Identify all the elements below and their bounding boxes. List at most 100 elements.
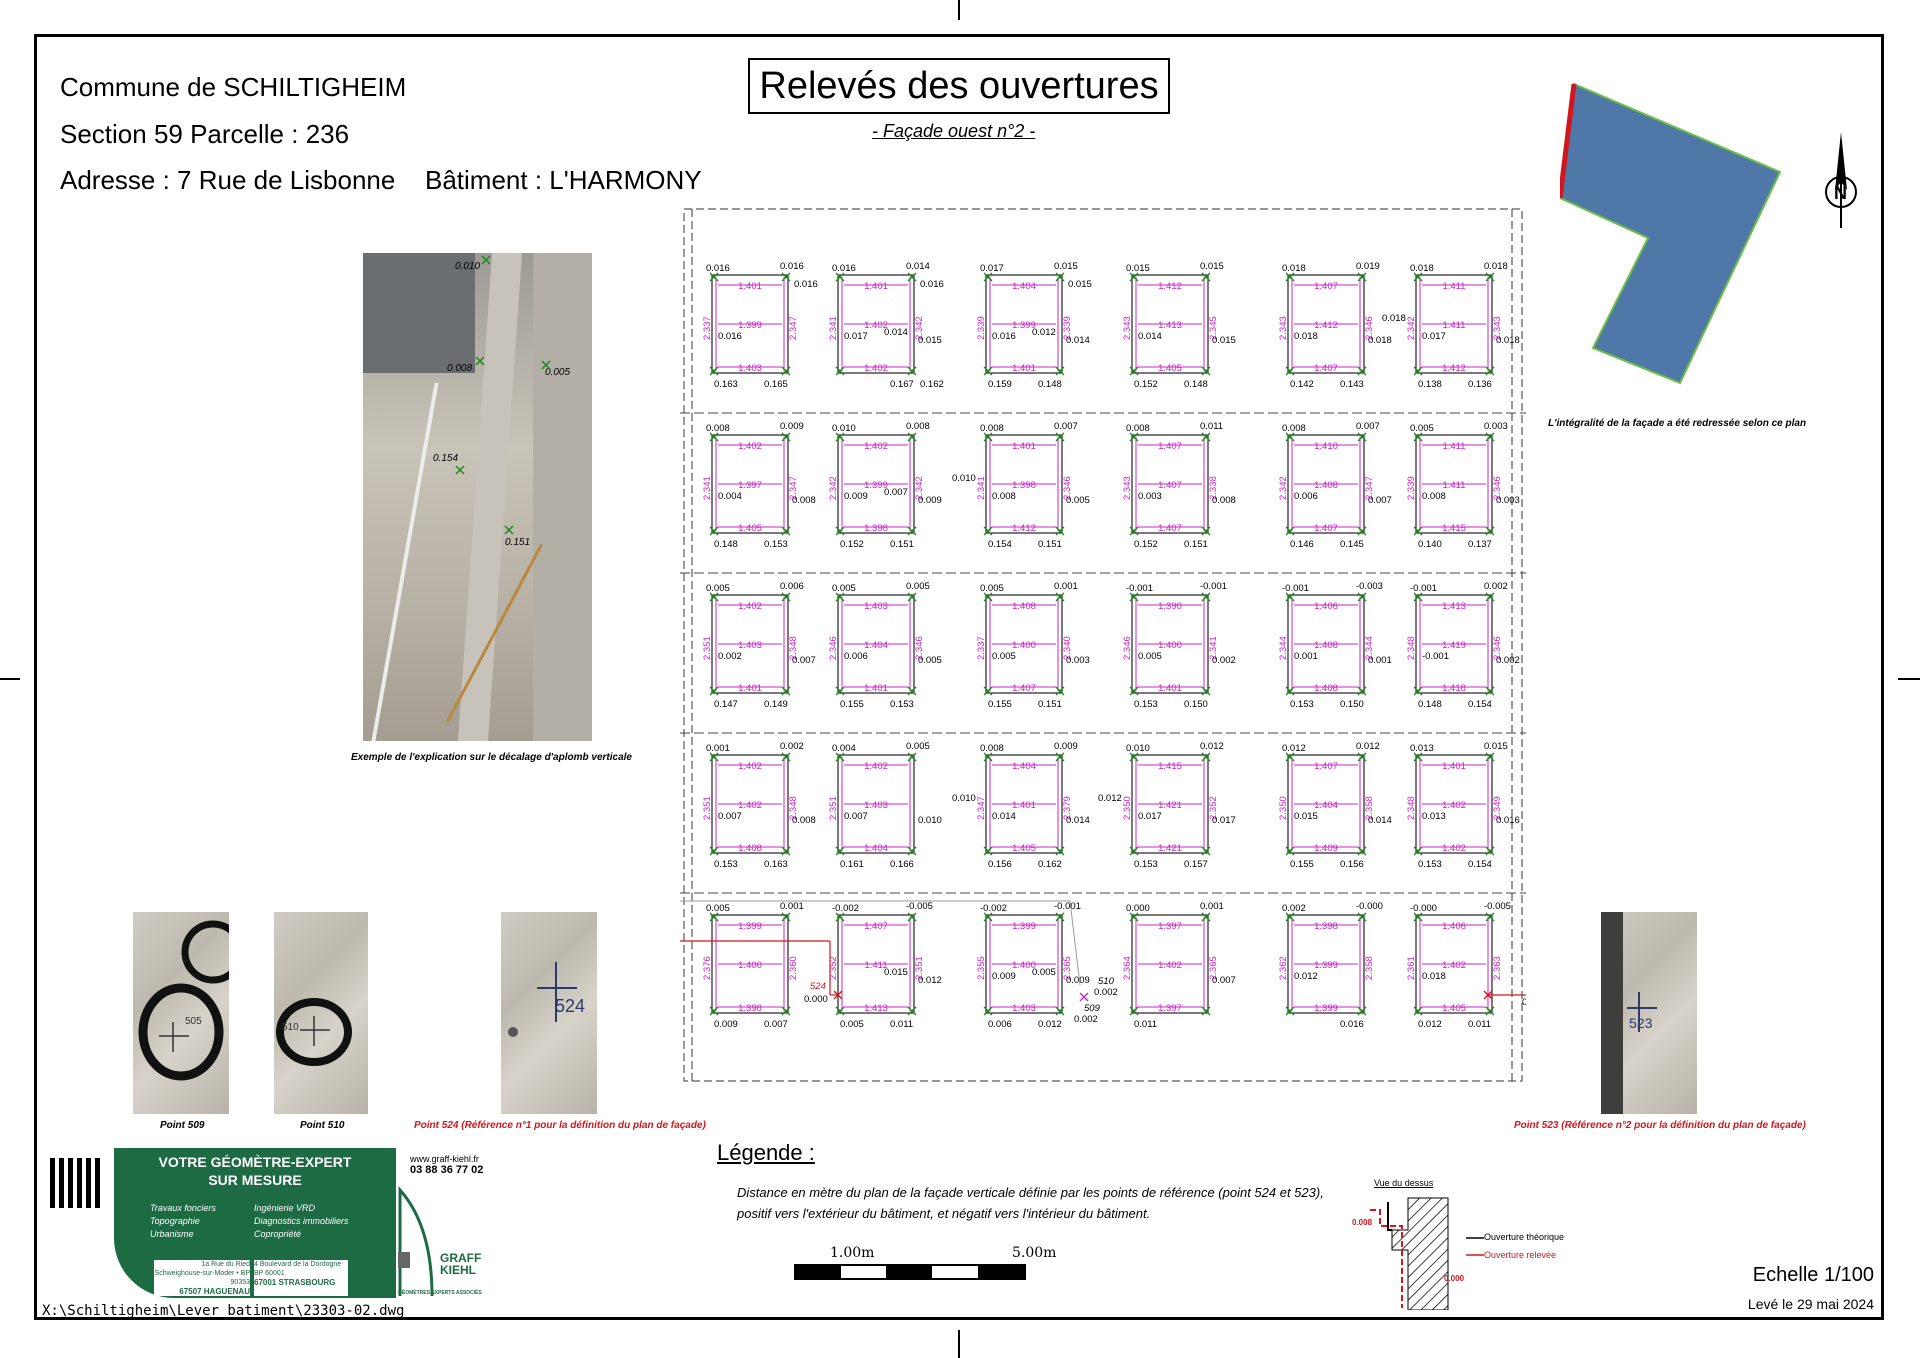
dimension-value: 0.008	[992, 491, 1016, 502]
dimension-value: 0.004	[718, 491, 742, 502]
dimension-value: 1.399	[1012, 320, 1036, 331]
survey-point-mark	[781, 912, 791, 922]
dimension-value: 0.006	[988, 1019, 1012, 1030]
dimension-value: 0.005	[1066, 495, 1090, 506]
survey-point-mark	[1413, 366, 1423, 376]
dimension-value: 1.413	[864, 1003, 888, 1014]
dimension-value: 1.404	[864, 843, 888, 854]
dimension-value: 0.004	[832, 743, 856, 754]
dimension-value: 2.351	[702, 796, 713, 820]
survey-point-mark	[1285, 846, 1295, 856]
ad-line1: VOTRE GÉOMÈTRE-EXPERT	[158, 1154, 352, 1170]
dimension-value: 0.010	[918, 815, 942, 826]
dimension-value: 0.002	[780, 741, 804, 752]
scale-label-1m: 1.00m	[830, 1245, 875, 1261]
dimension-value: 0.015	[1200, 261, 1224, 272]
dimension-value: 0.166	[890, 859, 914, 870]
company-logo-tagline: GÉOMÈTRES EXPERTS ASSOCIÉS	[398, 1290, 482, 1296]
dimension-value: 1.398	[738, 1003, 762, 1014]
dimension-value: 0.005	[980, 583, 1004, 594]
dimension-value: 1.404	[864, 640, 888, 651]
dimension-value: 0.017	[1422, 331, 1446, 342]
opening-frame	[1131, 594, 1209, 694]
dimension-value: 1.399	[1314, 1003, 1338, 1014]
survey-point-mark	[1055, 846, 1065, 856]
site-plan-note: L'intégralité de la façade a été redress…	[1548, 418, 1807, 429]
dimension-value: 1.411	[1442, 480, 1465, 491]
frame-tick	[1898, 678, 1920, 680]
opening-frame	[1131, 274, 1209, 374]
survey-point-mark	[835, 686, 845, 696]
dimension-value: 1.413	[1442, 601, 1466, 612]
dimension-value: 2.355	[976, 956, 987, 980]
dimension-value: 2.342	[914, 316, 925, 340]
dimension-value: 0.001	[780, 901, 804, 912]
dimension-value: 0.014	[1066, 815, 1090, 826]
ad-service: Travaux fonciers	[150, 1203, 216, 1213]
dimension-value: 0.017	[980, 263, 1004, 274]
survey-point-mark	[1201, 686, 1211, 696]
dimension-value: 0.147	[714, 699, 738, 710]
dimension-value: 2.351	[828, 796, 839, 820]
dimension-value: 2.349	[1492, 796, 1503, 820]
survey-point-mark	[1485, 366, 1495, 376]
dimension-value: 0.015	[1068, 279, 1092, 290]
dimension-value: 2.358	[1364, 796, 1375, 820]
dimension-value: 1.401	[1442, 761, 1466, 772]
dimension-value: 1.412	[1442, 363, 1466, 374]
dimension-value: 1.400	[738, 960, 762, 971]
dimension-value: 1.397	[1158, 921, 1182, 932]
dimension-value: 0.014	[1138, 331, 1162, 342]
dimension-value: 0.005	[1410, 423, 1434, 434]
dimension-value: 0.008	[1282, 423, 1306, 434]
dimension-value: 1.402	[864, 441, 888, 452]
ad-service: Copropriété	[254, 1229, 302, 1239]
top-view-label: Vue du dessus	[1374, 1178, 1434, 1188]
survey-point-mark	[1413, 846, 1423, 856]
dimension-value: 0.018	[1422, 971, 1446, 982]
survey-point-mark	[1357, 1006, 1367, 1016]
dimension-value: 1.405	[1012, 843, 1036, 854]
dimension-value: 0.154	[988, 539, 1012, 550]
dimension-value: 1.402	[738, 800, 762, 811]
logo-word: KIEHL	[440, 1263, 476, 1277]
dimension-value: 1.407	[864, 921, 888, 932]
dimension-value: 0.143	[1340, 379, 1364, 390]
dimension-value: 0.016	[1340, 1019, 1364, 1030]
dimension-value: 2.341	[702, 476, 713, 500]
survey-point-mark	[1055, 526, 1065, 536]
survey-point-mark	[781, 366, 791, 376]
dimension-value: 0.151	[1038, 699, 1062, 710]
dimension-value: 1.412	[1012, 523, 1036, 534]
mark-label: 510	[282, 1022, 299, 1033]
dimension-value: 0.138	[1418, 379, 1442, 390]
dimension-value: 0.149	[764, 699, 788, 710]
survey-point-mark	[983, 366, 993, 376]
dimension-value: 2.358	[1364, 956, 1375, 980]
survey-point-mark	[1285, 1006, 1295, 1016]
dimension-value: 1.401	[738, 281, 762, 292]
dimension-value: 0.005	[906, 741, 930, 752]
survey-point-mark	[781, 752, 791, 762]
section-label: Section 59 Parcelle : 236	[60, 119, 350, 149]
survey-point-mark	[1485, 686, 1495, 696]
opening-frame	[711, 434, 789, 534]
dimension-value: 2.361	[1406, 956, 1417, 980]
reference-point-mark	[1483, 990, 1493, 1000]
survey-point-mark	[983, 686, 993, 696]
survey-point-mark	[781, 686, 791, 696]
facade-marker	[1560, 83, 1577, 199]
survey-point-mark	[983, 1006, 993, 1016]
dimension-value: 2.339	[976, 316, 987, 340]
dimension-value: 0.012	[1038, 1019, 1062, 1030]
dimension-value: 0.153	[714, 859, 738, 870]
dimension-value: 1.401	[738, 683, 762, 694]
dimension-value: 0.008	[792, 815, 816, 826]
dimension-value: 2.365	[1208, 956, 1219, 980]
dimension-value: 0.151	[1184, 539, 1208, 550]
survey-point-mark	[835, 752, 845, 762]
scale-bar	[794, 1264, 1026, 1280]
dimension-value: 1.411	[1442, 281, 1465, 292]
dimension-value: 0.018	[1496, 335, 1520, 346]
dimension-value: 1.403	[864, 601, 888, 612]
